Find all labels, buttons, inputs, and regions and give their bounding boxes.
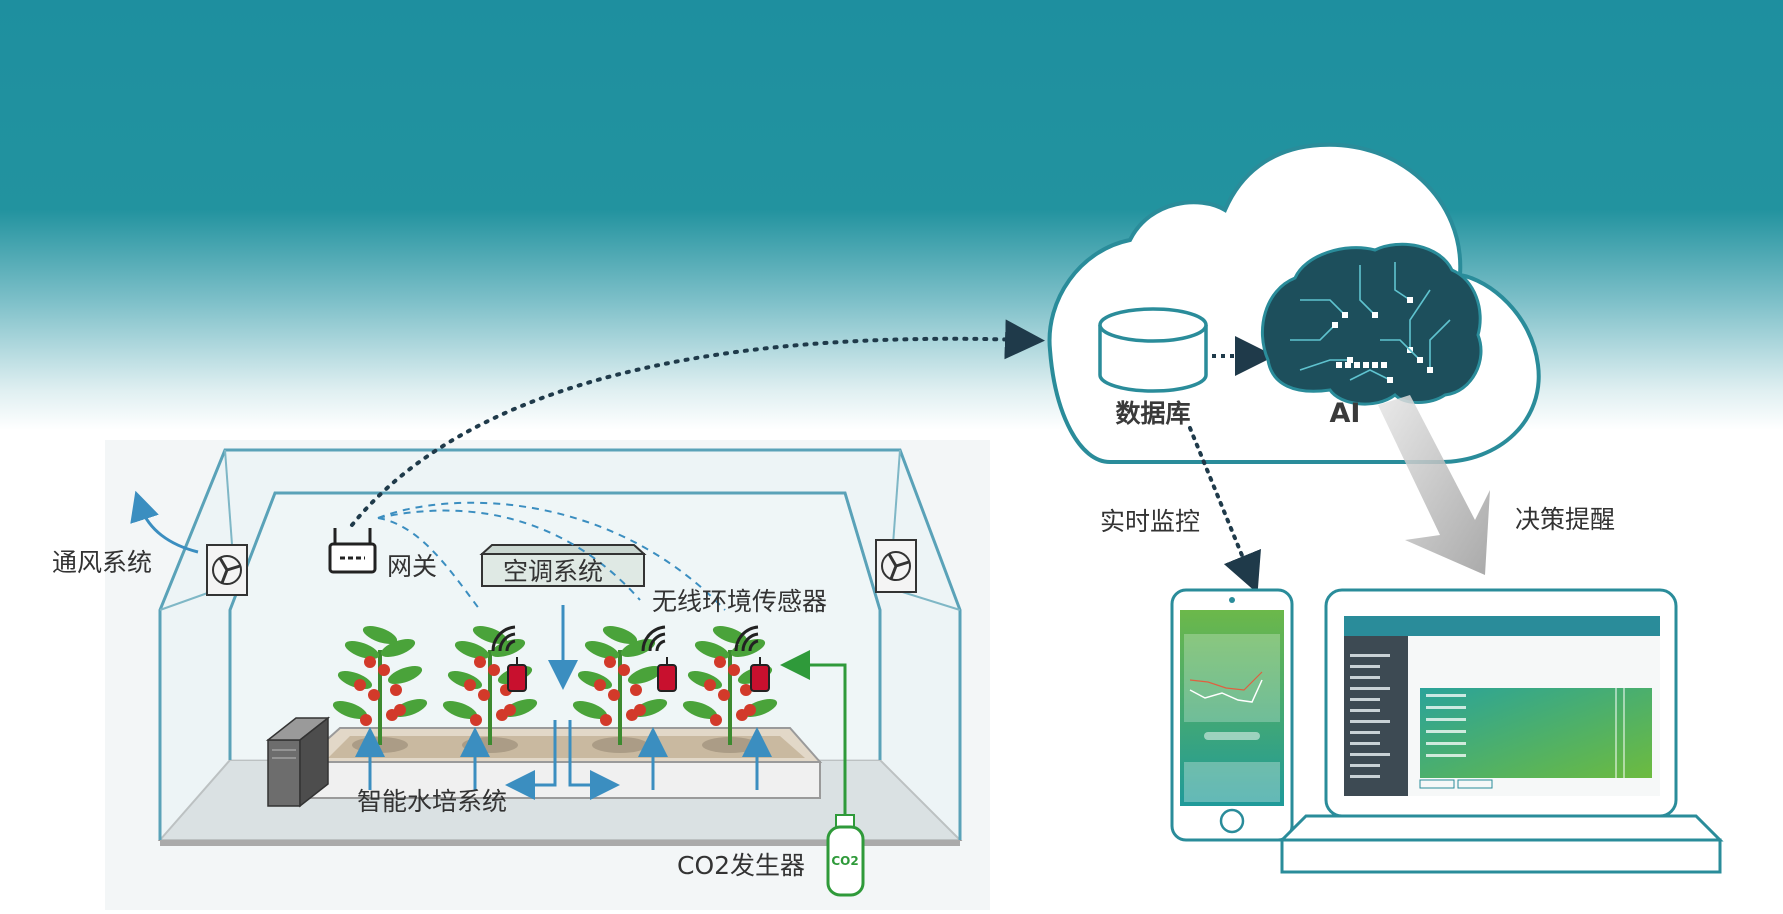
server-icon <box>265 716 331 808</box>
menu-line <box>1350 676 1380 679</box>
menu-line <box>1350 753 1390 756</box>
menu-line <box>1350 665 1380 668</box>
air-conditioning-label: 空调系统 <box>503 557 603 586</box>
gateway-router-icon <box>328 528 377 574</box>
menu-line <box>1350 687 1390 690</box>
chart-row-line <box>1426 754 1466 757</box>
brain-circuit-icon <box>1260 242 1483 406</box>
smartphone-icon <box>1170 588 1294 842</box>
hydroponic-bed <box>299 727 823 799</box>
sensor-signal-icon <box>641 625 677 692</box>
sensor-signal-icon <box>491 625 527 692</box>
menu-line <box>1350 709 1380 712</box>
tomato-plant <box>682 625 778 753</box>
ventilation-label: 通风系统 <box>52 548 152 577</box>
menu-line <box>1350 654 1390 657</box>
fan-icon <box>206 544 248 596</box>
database-to-phone-link <box>1188 426 1261 594</box>
sensor-group <box>491 625 770 692</box>
chart-row-line <box>1426 742 1466 745</box>
menu-line <box>1350 698 1380 701</box>
gateway-to-cloud-link <box>350 319 1045 527</box>
chart-row-line <box>1426 694 1466 697</box>
realtime-monitoring-label: 实时监控 <box>1100 507 1200 536</box>
hydroponics-label: 智能水培系统 <box>357 787 507 816</box>
wireless-sensor-label: 无线环境传感器 <box>652 587 827 616</box>
air-conditioning-unit <box>479 544 647 587</box>
menu-line <box>1350 775 1380 778</box>
tomato-plant <box>572 625 668 753</box>
fan-icon <box>875 539 917 593</box>
ai-label: AI <box>1330 398 1361 429</box>
co2-tank-icon: CO2 <box>826 814 865 897</box>
gateway-label: 网关 <box>387 552 437 581</box>
ventilation-arrow <box>130 490 199 554</box>
database-label: 数据库 <box>1115 399 1190 428</box>
menu-line <box>1350 720 1390 723</box>
laptop-menu <box>1350 654 1466 778</box>
laptop-icon <box>1278 588 1724 874</box>
chart-row-line <box>1426 718 1466 721</box>
sensor-signal-icon <box>734 625 770 692</box>
tomato-plants <box>332 625 778 753</box>
gateway-wireless-links <box>377 501 726 611</box>
decision-alert-label: 决策提醒 <box>1515 505 1615 534</box>
water-flow-arrows <box>355 720 772 800</box>
menu-line <box>1350 764 1380 767</box>
co2-generator-label: CO2发生器 <box>677 851 805 880</box>
database-cylinder-icon <box>1098 307 1208 393</box>
co2-supply-line <box>780 650 847 830</box>
chart-row-line <box>1426 730 1466 733</box>
decision-arrow <box>1378 395 1490 575</box>
co2-badge: CO2 <box>831 854 858 868</box>
menu-line <box>1350 731 1380 734</box>
tomato-plant <box>332 625 428 753</box>
chart-row-line <box>1426 706 1466 709</box>
menu-line <box>1350 742 1380 745</box>
phone-screen <box>1180 610 1284 806</box>
